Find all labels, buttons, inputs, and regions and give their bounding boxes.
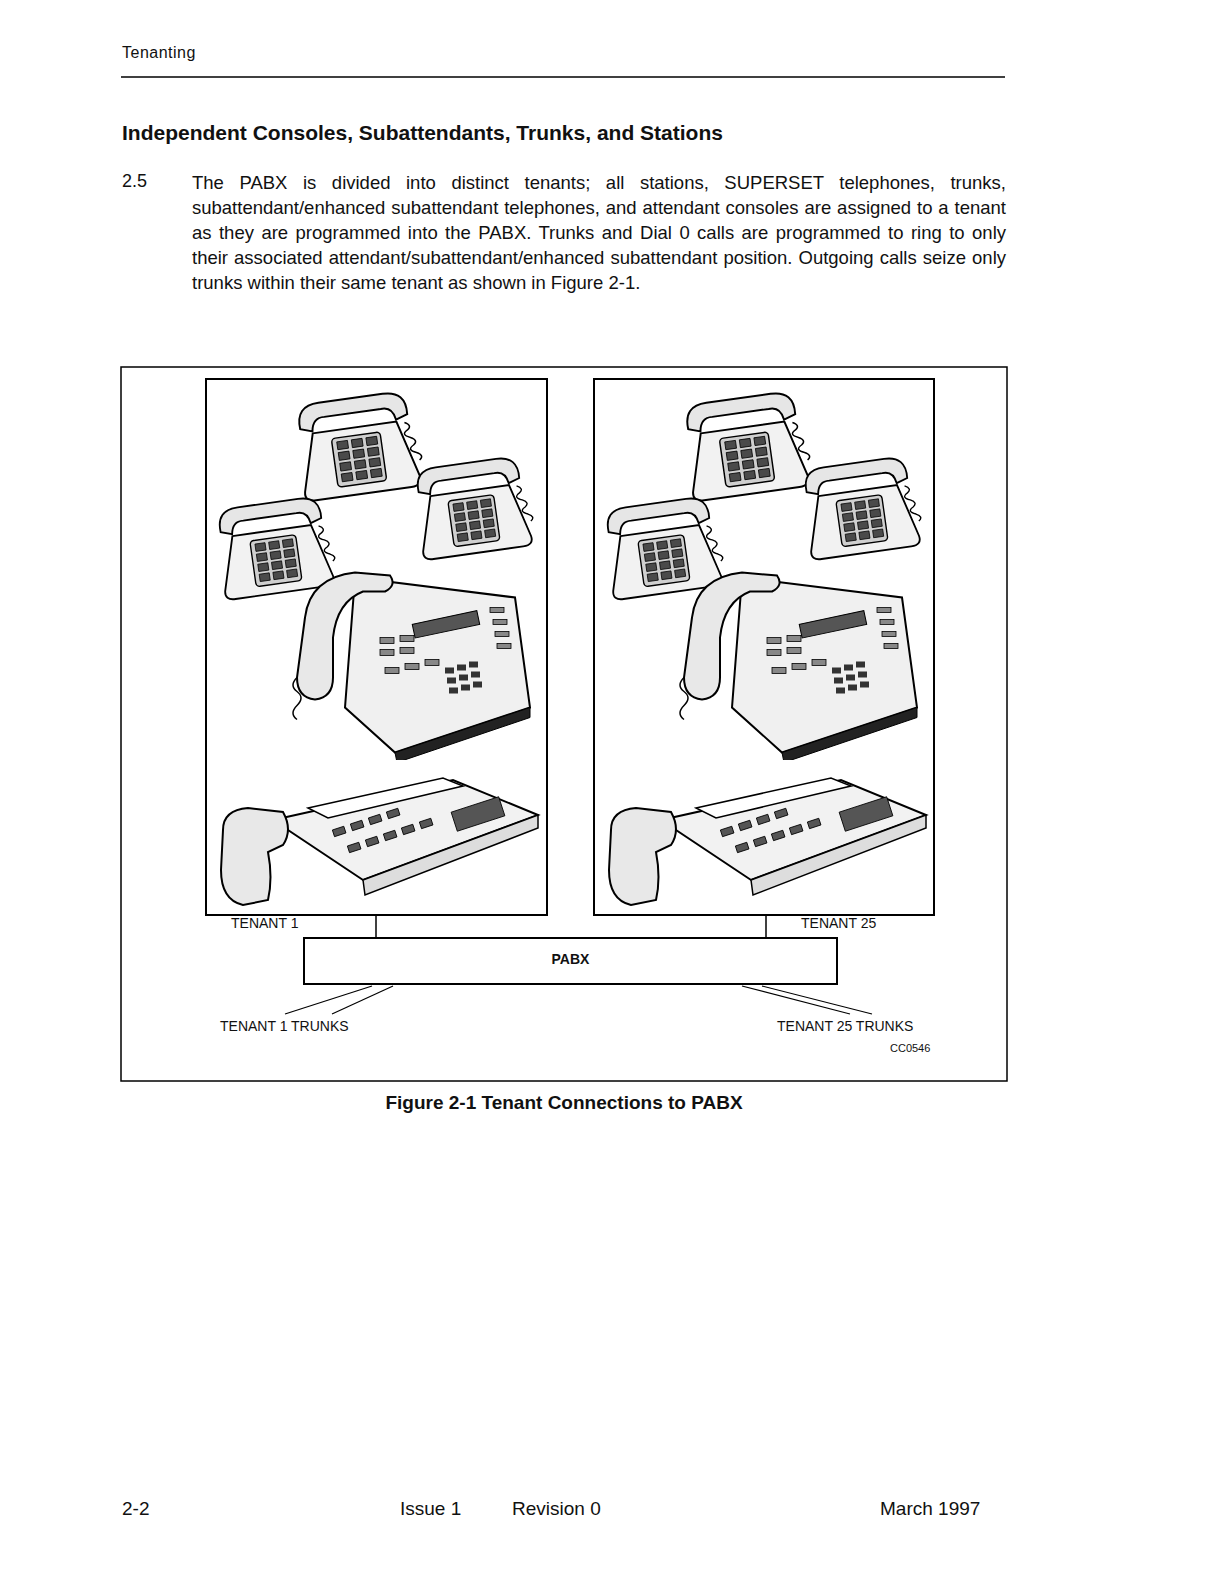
figure-caption: Figure 2-1 Tenant Connections to PABX — [0, 1092, 1128, 1114]
trunk-lines — [285, 986, 872, 1014]
node-label: PABX — [305, 939, 836, 967]
connector-line — [376, 916, 377, 937]
body-paragraph: The PABX is divided into distinct tenant… — [192, 170, 1006, 295]
tenant-box: TENANT 1 — [205, 378, 548, 916]
paragraph-number: 2.5 — [122, 171, 147, 192]
connector-stroke — [765, 916, 767, 937]
section-heading: Independent Consoles, Subattendants, Tru… — [122, 121, 723, 145]
issue-date: March 1997 — [880, 1498, 980, 1520]
trunk-label: TENANT 1 TRUNKS — [220, 1018, 349, 1034]
connector-line — [766, 916, 767, 937]
figure-code: CC0546 — [890, 1042, 930, 1054]
revision-number: Revision 0 — [512, 1498, 601, 1520]
tenant-label: TENANT 1 — [231, 915, 298, 931]
trunk-label: TENANT 25 TRUNKS — [777, 1018, 913, 1034]
header-rule — [121, 76, 1005, 78]
connector-stroke — [375, 916, 377, 937]
tenant-1-equipment — [214, 390, 538, 905]
tenant-25-equipment — [602, 390, 926, 905]
running-header: Tenanting — [122, 44, 196, 62]
page-number: 2-2 — [122, 1498, 149, 1520]
pabx-box: PABX — [303, 937, 838, 985]
tenant-label: TENANT 25 — [801, 915, 876, 931]
figure-frame — [121, 367, 1007, 1081]
tenant-box: TENANT 25 — [593, 378, 935, 916]
issue-number: Issue 1 — [400, 1498, 461, 1520]
